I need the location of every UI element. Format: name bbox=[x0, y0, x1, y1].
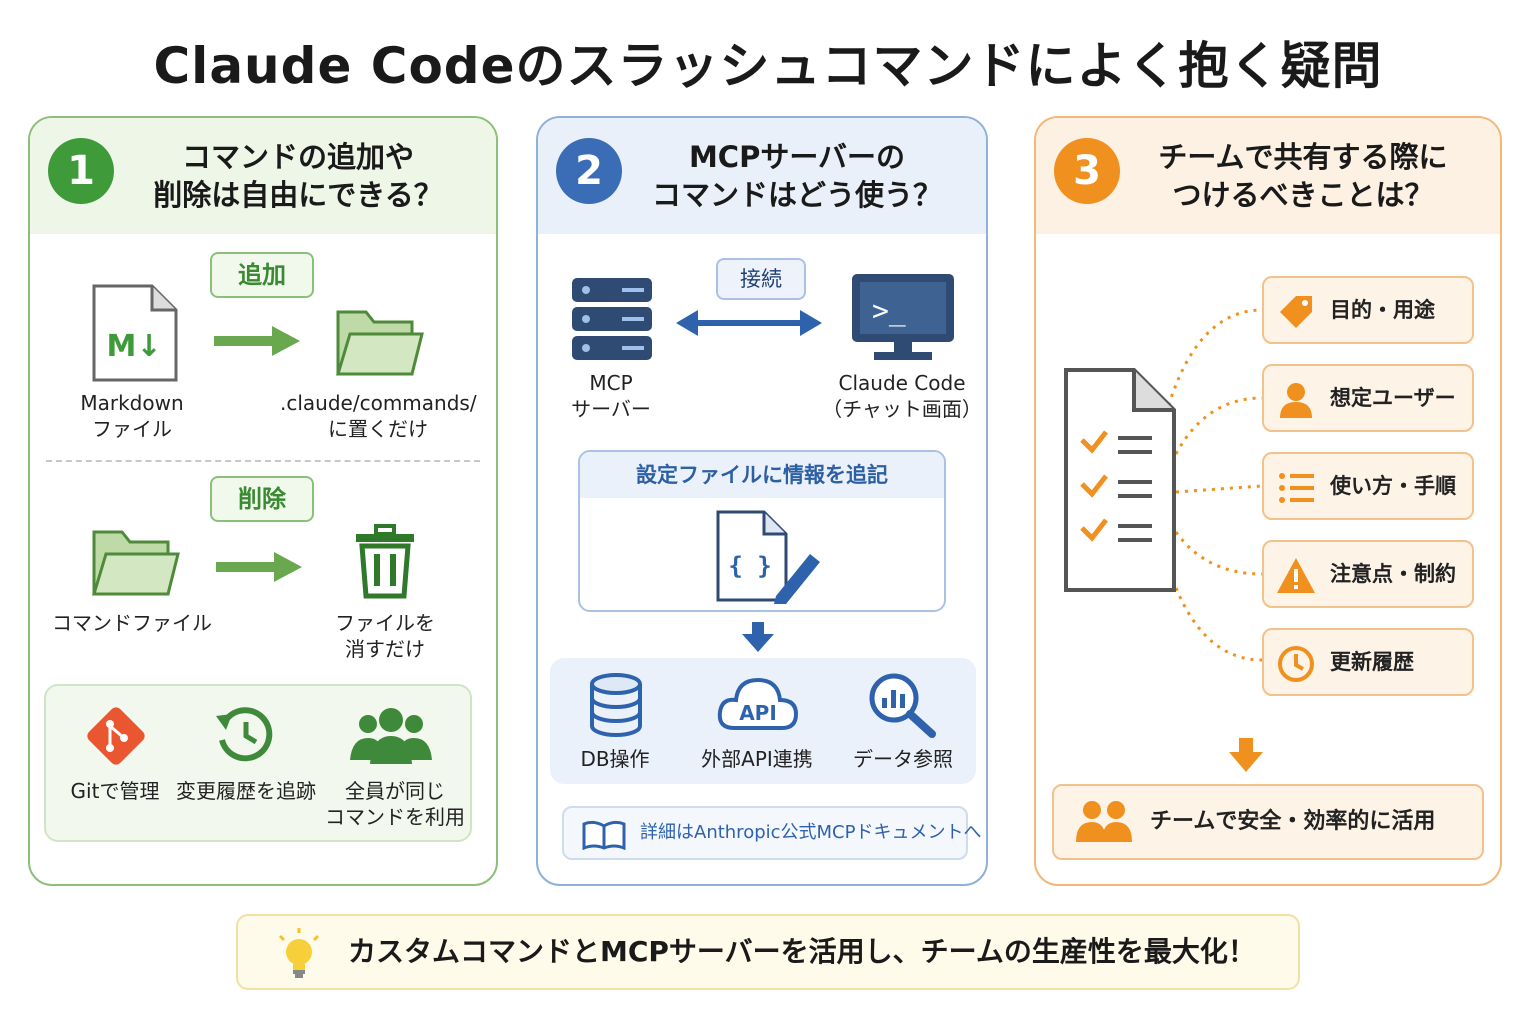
mcp-server-label: MCP サーバー bbox=[571, 371, 651, 421]
folder-icon bbox=[335, 310, 424, 376]
trash-icon bbox=[356, 524, 414, 599]
checklist-document-icon bbox=[1064, 368, 1176, 592]
delete-tag: 削除 bbox=[210, 476, 314, 522]
folder-icon bbox=[91, 530, 180, 596]
history-label: 変更履歴を追跡 bbox=[176, 779, 316, 803]
panel-number: 1 bbox=[48, 138, 114, 204]
add-tag: 追加 bbox=[210, 252, 314, 298]
markdown-label: Markdown ファイル bbox=[80, 391, 184, 441]
panel-title: MCPサーバーの コマンドはどう使う？ bbox=[651, 140, 942, 212]
panel-title: チームで共有する際に つけるべきことは？ bbox=[1158, 140, 1448, 212]
git-icon bbox=[87, 707, 145, 765]
item-target-user: 想定ユーザー bbox=[1262, 364, 1474, 432]
api-label: 外部API連携 bbox=[701, 747, 813, 771]
team-icon bbox=[1076, 801, 1132, 842]
bidirectional-arrow-icon bbox=[676, 310, 822, 336]
item-purpose: 目的・用途 bbox=[1262, 276, 1474, 344]
mcp-features-box: API DB操作 外部API連携 データ参照 bbox=[550, 658, 976, 784]
team-icon bbox=[350, 708, 432, 764]
panel-mcp: 2 MCPサーバーの コマンドはどう使う？ 接続 >_ MCP サーバー Cla… bbox=[536, 116, 988, 886]
command-file-label: コマンドファイル bbox=[52, 611, 212, 635]
panel-header: 1 コマンドの追加や 削除は自由にできる？ bbox=[30, 118, 496, 234]
list-icon bbox=[1279, 473, 1314, 503]
git-management-box: Gitで管理 変更履歴を追跡 全員が同じ コマンドを利用 bbox=[44, 684, 472, 842]
database-icon bbox=[590, 673, 642, 737]
config-title: 設定ファイルに情報を追記 bbox=[580, 452, 944, 498]
team-result-box: チームで安全・効率的に活用 bbox=[1052, 784, 1484, 860]
mcp-doc-link[interactable]: 詳細はAnthropic公式MCPドキュメントへ bbox=[562, 806, 981, 860]
team-result-label: チームで安全・効率的に活用 bbox=[1150, 809, 1436, 834]
history-icon bbox=[216, 707, 273, 762]
arrow-right-icon bbox=[216, 552, 302, 582]
page-title: Claude Codeのスラッシュコマンドによく抱く疑問 bbox=[153, 37, 1383, 95]
panel-header: 2 MCPサーバーの コマンドはどう使う？ bbox=[538, 118, 986, 234]
panel-header: 3 チームで共有する際に つけるべきことは？ bbox=[1036, 118, 1500, 234]
panel-team-share: 3 チームで共有する際に つけるべきことは？ 目的・用途 bbox=[1034, 116, 1502, 886]
git-label: Gitで管理 bbox=[70, 779, 160, 803]
svg-text:API: API bbox=[739, 701, 777, 725]
claude-code-label: Claude Code （チャット画面） bbox=[822, 371, 982, 421]
data-search-icon bbox=[869, 673, 936, 738]
arrow-down-icon bbox=[1229, 738, 1263, 772]
book-icon bbox=[582, 820, 626, 850]
clock-icon bbox=[1278, 646, 1314, 682]
server-icon bbox=[572, 278, 652, 360]
connect-label: 接続 bbox=[716, 258, 806, 300]
doc-link-text: 詳細はAnthropic公式MCPドキュメントへ bbox=[640, 822, 982, 843]
svg-text:>_: >_ bbox=[872, 294, 906, 328]
terminal-icon: >_ bbox=[852, 274, 954, 360]
config-box: 設定ファイルに情報を追記 { } bbox=[578, 450, 946, 612]
team-label: 全員が同じ コマンドを利用 bbox=[325, 779, 465, 829]
panel-add-delete: 1 コマンドの追加や 削除は自由にできる？ 追加 M↓ Markdown ファイ… bbox=[28, 116, 498, 886]
tag-icon bbox=[1280, 296, 1312, 328]
markdown-file-icon: M↓ bbox=[92, 284, 178, 382]
item-history: 更新履歴 bbox=[1262, 628, 1474, 696]
summary-text: カスタムコマンドとMCPサーバーを活用し、チームの生産性を最大化！ bbox=[348, 935, 1256, 968]
svg-text:{ }: { } bbox=[728, 552, 771, 580]
lightbulb-icon bbox=[278, 928, 320, 978]
config-edit-icon: { } bbox=[716, 510, 820, 604]
summary-banner: カスタムコマンドとMCPサーバーを活用し、チームの生産性を最大化！ bbox=[236, 914, 1300, 990]
data-label: データ参照 bbox=[853, 747, 953, 771]
delete-file-label: ファイルを 消すだけ bbox=[335, 611, 435, 661]
commands-dir-label: .claude/commands/ に置くだけ bbox=[280, 391, 477, 441]
item-usage: 使い方・手順 bbox=[1262, 452, 1474, 520]
user-icon bbox=[1280, 383, 1312, 418]
warning-icon bbox=[1277, 558, 1315, 593]
arrow-right-icon bbox=[214, 326, 300, 356]
item-caution: 注意点・制約 bbox=[1262, 540, 1474, 608]
svg-text:M↓: M↓ bbox=[107, 329, 162, 364]
panel-number: 2 bbox=[556, 138, 622, 204]
api-cloud-icon: API bbox=[717, 677, 799, 730]
divider bbox=[46, 460, 480, 462]
arrow-down-icon bbox=[742, 622, 774, 652]
dotted-connectors bbox=[1164, 308, 1263, 662]
panel-title: コマンドの追加や 削除は自由にできる？ bbox=[153, 140, 443, 212]
db-label: DB操作 bbox=[580, 747, 650, 771]
panel-number: 3 bbox=[1054, 138, 1120, 204]
